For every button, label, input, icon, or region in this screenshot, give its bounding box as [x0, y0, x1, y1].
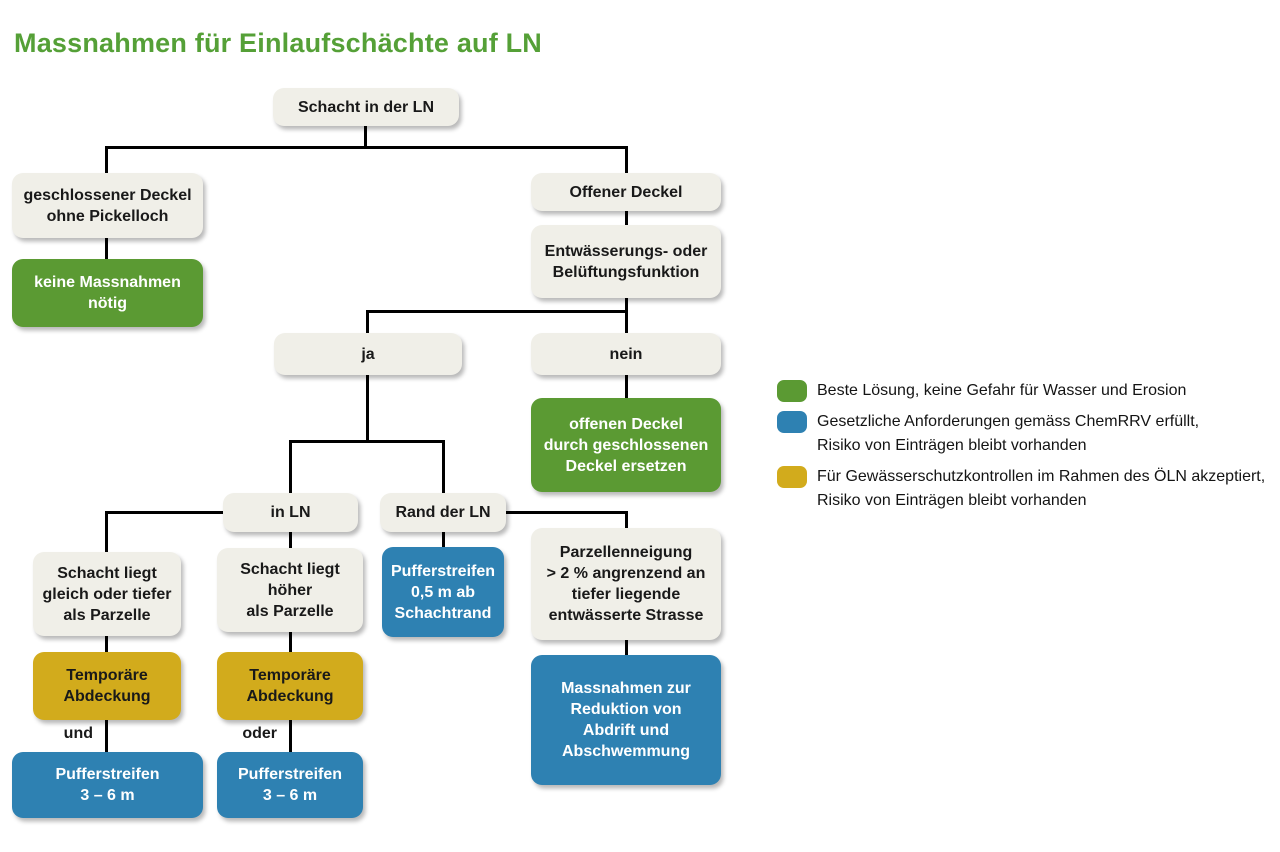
- node-pufferstreifen-36m-1: Pufferstreifen 3 – 6 m: [12, 752, 203, 818]
- connector-line: [625, 375, 628, 398]
- edge-label-und: und: [63, 725, 93, 742]
- node-parzellenneigung: Parzellenneigung > 2 % angrenzend an tie…: [531, 528, 721, 640]
- connector-line: [625, 310, 628, 333]
- connector-line: [289, 632, 292, 652]
- connector-line: [366, 310, 628, 313]
- node-entwaesserungsfunktion: Entwässerungs- oder Belüftungsfunktion: [531, 225, 721, 298]
- legend-item-yellow: Für Gewässerschutzkontrollen im Rahmen d…: [777, 465, 1277, 513]
- node-ja: ja: [274, 333, 462, 375]
- page-title: Massnahmen für Einlaufschächte auf LN: [14, 28, 543, 58]
- node-temporaere-abdeckung-1: Temporäre Abdeckung: [33, 652, 181, 720]
- node-geschlossener-deckel: geschlossener Deckel ohne Pickelloch: [12, 173, 203, 238]
- connector-line: [366, 375, 369, 443]
- connector-line: [625, 211, 628, 225]
- connector-line: [625, 640, 628, 655]
- node-deckel-ersetzen: offenen Deckel durch geschlossenen Decke…: [531, 398, 721, 492]
- connector-line: [366, 310, 369, 333]
- node-nein: nein: [531, 333, 721, 375]
- node-in-ln: in LN: [223, 493, 358, 532]
- connector-line: [105, 146, 628, 149]
- node-schacht-in-der-ln: Schacht in der LN: [273, 88, 459, 126]
- connector-line: [289, 440, 292, 493]
- connector-line: [364, 126, 367, 148]
- edge-label-oder: oder: [242, 725, 277, 742]
- connector-line: [105, 238, 108, 259]
- connector-line: [442, 532, 445, 547]
- node-schacht-hoeher: Schacht liegt höher als Parzelle: [217, 548, 363, 632]
- connector-line: [105, 511, 223, 514]
- connector-line: [289, 720, 292, 752]
- node-rand-der-ln: Rand der LN: [380, 493, 506, 532]
- connector-line: [442, 440, 445, 493]
- connector-line: [289, 532, 292, 548]
- connector-line: [105, 636, 108, 652]
- legend-label-blue: Gesetzliche Anforderungen gemäss ChemRRV…: [817, 413, 1200, 454]
- legend-item-green: Beste Lösung, keine Gefahr für Wasser un…: [777, 379, 1277, 403]
- node-pufferstreifen-36m-2: Pufferstreifen 3 – 6 m: [217, 752, 363, 818]
- legend-label-yellow: Für Gewässerschutzkontrollen im Rahmen d…: [817, 468, 1266, 509]
- connector-line: [625, 511, 628, 528]
- connector-line: [625, 298, 628, 313]
- node-pufferstreifen-05m: Pufferstreifen 0,5 m ab Schachtrand: [382, 547, 504, 637]
- legend-item-blue: Gesetzliche Anforderungen gemäss ChemRRV…: [777, 410, 1277, 458]
- legend-swatch-yellow: [777, 466, 807, 488]
- connector-line: [105, 146, 108, 173]
- node-offener-deckel: Offener Deckel: [531, 173, 721, 211]
- connector-line: [506, 511, 628, 514]
- connector-line: [105, 720, 108, 752]
- legend-swatch-green: [777, 380, 807, 402]
- connector-line: [625, 146, 628, 173]
- connector-line: [105, 511, 108, 552]
- legend-label-green: Beste Lösung, keine Gefahr für Wasser un…: [817, 382, 1187, 399]
- node-keine-massnahmen: keine Massnahmen nötig: [12, 259, 203, 327]
- node-abdrift-reduktion: Massnahmen zur Reduktion von Abdrift und…: [531, 655, 721, 785]
- node-temporaere-abdeckung-2: Temporäre Abdeckung: [217, 652, 363, 720]
- legend: Beste Lösung, keine Gefahr für Wasser un…: [777, 379, 1277, 513]
- node-schacht-tiefer: Schacht liegt gleich oder tiefer als Par…: [33, 552, 181, 636]
- connector-line: [289, 440, 445, 443]
- legend-swatch-blue: [777, 411, 807, 433]
